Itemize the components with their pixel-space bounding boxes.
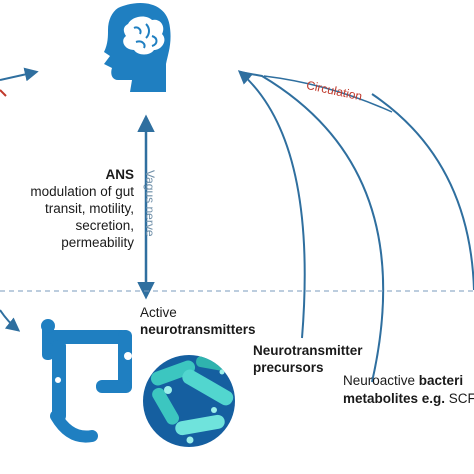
- ans-line: permeability: [61, 235, 134, 250]
- left-red-fragment: [0, 89, 7, 97]
- left-lower-arrow: [0, 309, 21, 332]
- precursors-label-line1: Neurotransmitter: [253, 343, 363, 358]
- head-with-brain-icon: [104, 2, 171, 92]
- metabolites-bold: metabolites e.g.: [343, 391, 446, 406]
- neurotransmitters-label: neurotransmitters: [140, 322, 256, 337]
- metabolites-label: metabolites e.g. SCF: [343, 391, 474, 406]
- ans-line: transit, motility,: [44, 201, 134, 216]
- vagus-nerve-label: Vagus nerve: [143, 170, 157, 237]
- neuroactive-bold: bacteri: [418, 373, 464, 388]
- ans-line: secretion,: [75, 218, 134, 233]
- ans-title: ANS: [105, 167, 134, 182]
- circulation-top-curve: [263, 75, 393, 113]
- active-label: Active: [140, 305, 177, 320]
- left-circulation-arrow: [0, 67, 39, 82]
- intestine-icon: [41, 319, 132, 443]
- bacteria-circle-icon: [143, 355, 235, 447]
- ans-description: ANS modulation of gut transit, motility,…: [30, 166, 134, 251]
- ans-line: modulation of gut: [30, 184, 134, 199]
- neuroactive-bacterial-label: Neuroactive bacteri: [343, 373, 463, 388]
- precursors-circulation-arrow: [237, 70, 306, 339]
- precursors-label-line2: precursors: [253, 360, 324, 375]
- right-circulation-arrow: [371, 93, 474, 291]
- metabolites-rest: SCF: [445, 391, 474, 406]
- neuroactive-prefix: Neuroactive: [343, 373, 419, 388]
- metabolites-circulation-arrow: [239, 71, 385, 383]
